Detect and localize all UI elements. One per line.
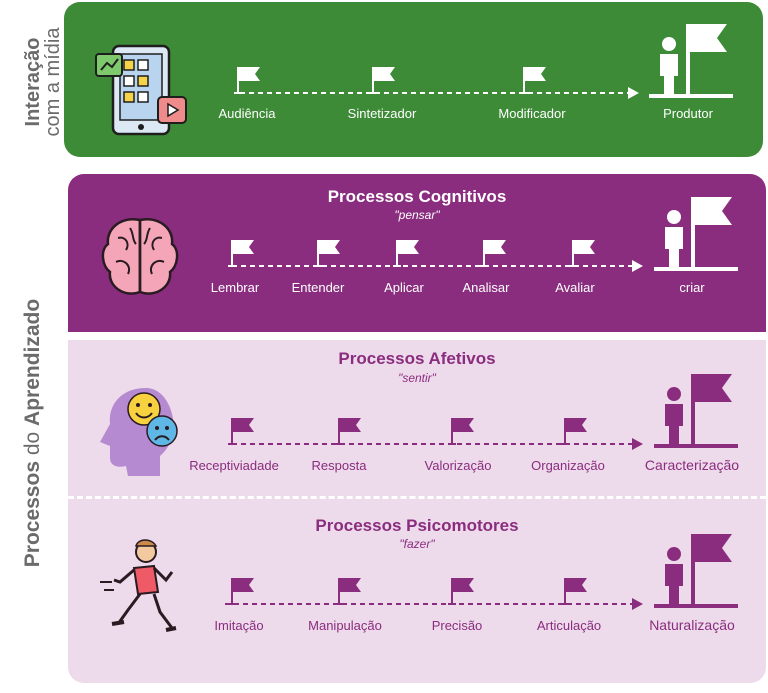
flag-icon xyxy=(368,66,396,94)
title-psicomotores: Processos Psicomotores xyxy=(315,516,519,535)
flag-icon xyxy=(519,66,547,94)
step-aplicar: Aplicar xyxy=(384,280,424,295)
step-manipulacao: Manipulação xyxy=(308,618,382,633)
brain-icon xyxy=(101,217,179,295)
flag-icon xyxy=(227,417,255,445)
final-caracterizacao: Caracterização xyxy=(644,457,740,473)
final-criar: criar xyxy=(679,280,705,295)
flag-icon xyxy=(447,577,475,605)
person-flag-icon xyxy=(652,372,740,450)
emotions-head-icon xyxy=(100,388,178,476)
panel-interacao xyxy=(64,2,763,157)
step-articulacao: Articulação xyxy=(536,618,602,633)
flow-psicomotores xyxy=(225,532,740,610)
step-resposta: Resposta xyxy=(311,458,367,473)
flow-interacao xyxy=(233,22,735,100)
step-precisao: Precisão xyxy=(431,618,483,633)
title-cognitivos: Processos Cognitivos xyxy=(327,187,507,206)
flag-icon xyxy=(392,239,420,267)
flag-icon xyxy=(568,239,596,267)
step-modificador: Modificador xyxy=(498,106,566,121)
step-imitacao: Imitação xyxy=(214,618,264,633)
step-receptividade: Receptiviadade xyxy=(189,458,279,473)
arrow-head-icon xyxy=(632,438,643,450)
flag-icon xyxy=(227,577,255,605)
flag-icon xyxy=(447,417,475,445)
step-organizacao: Organização xyxy=(531,458,605,473)
tablet-media-icon xyxy=(95,44,187,136)
flag-icon xyxy=(227,239,255,267)
flag-icon xyxy=(560,417,588,445)
step-analisar: Analisar xyxy=(462,280,510,295)
flag-icon xyxy=(233,66,261,94)
subtitle-psicomotores: "fazer" xyxy=(399,537,435,551)
title-afetivos: Processos Afetivos xyxy=(338,349,496,368)
subtitle-cognitivos: "pensar" xyxy=(394,208,440,222)
arrow-head-icon xyxy=(632,260,643,272)
step-entender: Entender xyxy=(291,280,345,295)
person-flag-icon xyxy=(652,532,740,610)
final-naturalizacao: Naturalização xyxy=(649,617,735,633)
person-flag-icon xyxy=(652,195,740,273)
flow-afetivos xyxy=(227,372,740,450)
step-lembrar: Lembrar xyxy=(210,280,260,295)
final-produtor: Produtor xyxy=(663,106,713,121)
arrow-head-icon xyxy=(632,598,643,610)
step-valorizacao: Valorização xyxy=(424,458,492,473)
flag-icon xyxy=(560,577,588,605)
flag-icon xyxy=(313,239,341,267)
step-avaliar: Avaliar xyxy=(555,280,595,295)
flag-icon xyxy=(334,577,362,605)
step-sintetizador: Sintetizador xyxy=(347,106,417,121)
section-divider xyxy=(68,496,766,499)
person-flag-icon xyxy=(647,22,735,100)
running-person-icon xyxy=(100,539,177,632)
arrow-head-icon xyxy=(628,87,639,99)
subtitle-afetivos: "sentir" xyxy=(398,371,436,385)
panel-afetivos-psicomotores xyxy=(68,340,766,683)
flag-icon xyxy=(479,239,507,267)
flow-cognitivos xyxy=(227,195,740,273)
flag-icon xyxy=(334,417,362,445)
step-audiencia: Audiência xyxy=(218,106,276,121)
